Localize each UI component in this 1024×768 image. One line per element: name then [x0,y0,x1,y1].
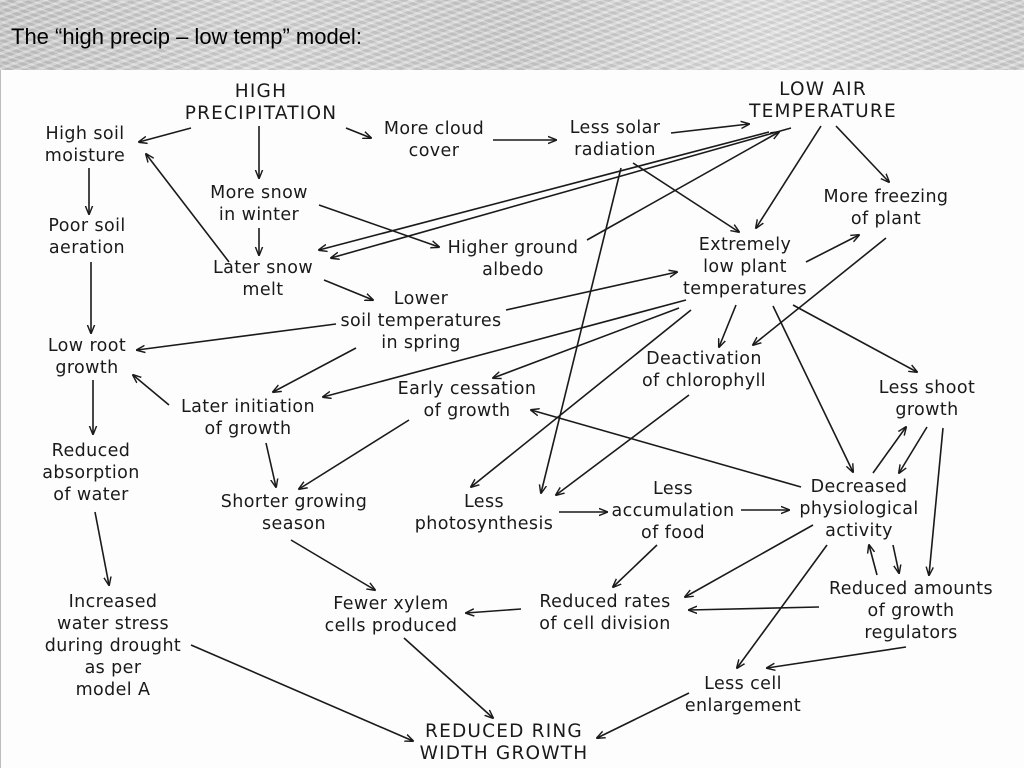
node-low-root-growth: Low root growth [47,336,127,378]
arrow-enlargement-to-ring [597,692,690,738]
arrow-albedo-to-air-temp [586,132,779,241]
arrow-soil-temp-to-later-initiation [273,347,357,392]
arrow-extreme-to-early-cessation [493,307,680,378]
node-less-accumulation-of-food: Less accumulation of food [611,479,735,543]
node-early-cessation-of-growth: Early cessation of growth [397,379,537,421]
arrow-solar-to-extreme-temp [632,162,739,232]
node-more-freezing-of-plant: More freezing of plant [823,187,949,229]
arrow-accum-to-division [613,544,658,587]
arrow-extreme-to-freezing [805,235,859,263]
node-less-photosynthesis: Less photosynthesis [414,492,554,534]
arrow-stress-to-ring [190,644,413,741]
node-less-solar-radiation: Less solar radiation [569,118,661,160]
node-reduced-amounts-of-growth-regulators: Reduced amounts of growth regulators [828,579,994,643]
arrow-regulators-to-division [689,607,820,610]
arrow-extreme-to-decreased-phys [772,305,853,472]
arrow-decreased-to-cessation [531,410,802,488]
node-deactivation-of-chlorophyll: Deactivation of chlorophyll [641,349,767,391]
arrow-decreased-to-regulators [892,544,899,573]
arrow-season-to-xylem [290,539,375,590]
node-later-initiation-of-growth: Later initiation of growth [180,397,316,439]
arrow-extreme-to-less-photo [471,309,692,487]
node-decreased-physiological-activity: Decreased physiological activity [799,477,919,541]
arrow-freezing-to-deactivation [753,237,887,345]
node-high-soil-moisture: High soil moisture [44,124,126,166]
flow-diagram: HIGH PRECIPITATION LOW AIR TEMPERATURE H… [0,70,1024,768]
slide-header: The “high precip – low temp” model: [0,0,1024,71]
node-high-precipitation: HIGH PRECIPITATION [184,81,338,124]
arrow-decreased-to-less-shoot [899,426,928,473]
arrow-later-initiation-to-season [265,442,276,487]
arrow-decreased-to-division [685,524,814,597]
slide-title: The “high precip – low temp” model: [11,24,362,49]
node-higher-ground-albedo: Higher ground albedo [447,238,579,280]
node-increased-water-stress: Increased water stress during drought as… [44,592,182,700]
arrow-less-shoot-to-regulators [929,427,944,575]
arrow-extreme-to-deactivation [719,304,737,347]
node-more-snow-in-winter: More snow in winter [210,183,308,225]
arrow-extreme-to-later-initiation [323,299,687,397]
arrow-air-temp-to-extreme-temp [756,125,822,228]
node-less-shoot-growth: Less shoot growth [878,378,976,420]
arrow-snow-melt-to-soil-moisture [146,154,230,263]
arrow-regulators-to-enlargement [767,646,907,668]
arrow-precip-to-soil-moisture [139,127,192,142]
arrow-absorption-to-stress [94,511,109,585]
arrow-precip-to-cloud [345,127,371,138]
arrow-extreme-to-less-shoot [792,304,917,372]
arrow-regulators-to-decreased [869,545,878,576]
arrow-xylem-to-ring [403,637,493,718]
arrow-air-temp-to-freezing [835,125,889,182]
arrow-decreased-to-enlargement [737,544,828,668]
node-extremely-low-plant-temperatures: Extremely low plant temperatures [683,235,807,299]
node-shorter-growing-season: Shorter growing season [220,492,368,534]
node-less-cell-enlargement: Less cell enlargement [684,674,802,716]
node-reduced-absorption-of-water: Reduced absorption of water [42,441,140,505]
arrow-solar-to-less-photo [541,167,622,493]
arrow-extreme-to-soil-temp [505,272,677,311]
node-reduced-ring-width-growth: REDUCED RING WIDTH GROWTH [419,721,589,764]
arrow-cessation-to-season [299,419,410,489]
arrow-division-to-xylem [466,609,522,613]
arrow-snow-to-albedo [318,204,439,247]
arrow-air-temp-to-snow-melt-1 [319,131,770,250]
arrow-deactivation-to-less-photo [556,394,690,495]
node-more-cloud-cover: More cloud cover [383,119,485,161]
arrow-soil-temp-to-root [137,323,337,350]
arrow-solar-to-low-air-temp [670,124,749,134]
diagram-arrows [1,70,944,768]
node-reduced-rates-of-cell-division: Reduced rates of cell division [539,592,671,634]
node-later-snow-melt: Later snow melt [212,258,314,300]
node-poor-soil-aeration: Poor soil aeration [48,216,126,258]
node-fewer-xylem-cells-produced: Fewer xylem cells produced [324,594,458,636]
arrow-less-shoot-to-decreased [872,427,906,474]
arrow-later-initiation-to-root [133,375,170,406]
node-low-air-temperature: LOW AIR TEMPERATURE [749,79,897,122]
node-lower-soil-temperatures: Lower soil temperatures in spring [340,289,502,353]
arrow-snow-melt-to-soil-temp [323,279,373,300]
